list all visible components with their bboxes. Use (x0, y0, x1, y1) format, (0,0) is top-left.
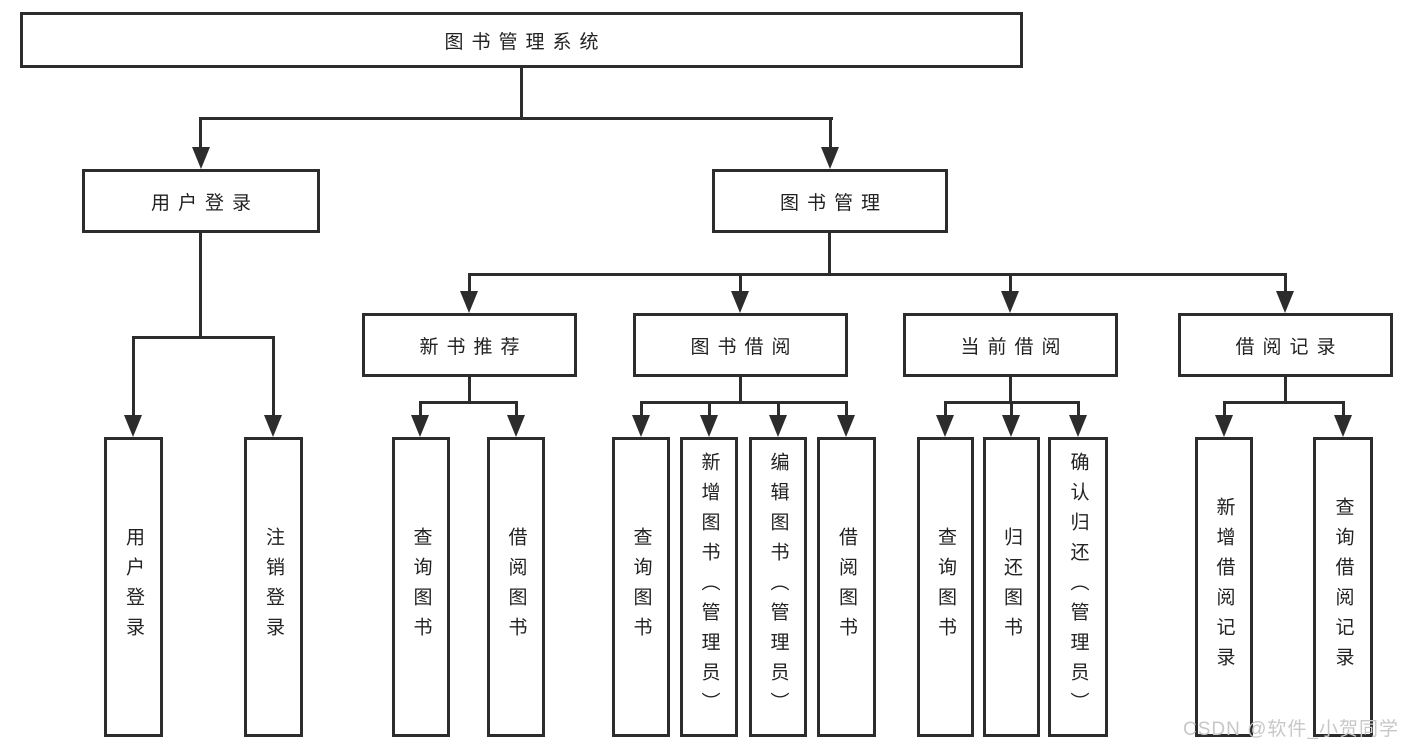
leaf-borrow-books: 借阅图书 (817, 437, 876, 737)
leaf-label: 用户登录 (123, 527, 144, 647)
arrow-down-icon (1276, 291, 1294, 313)
arrow-down-icon (936, 415, 954, 437)
leaf-label: 新增借阅记录 (1213, 497, 1235, 677)
arrow-down-icon (507, 415, 525, 437)
node-label: 借阅记录 (1235, 336, 1344, 358)
leaf-label: 查询图书 (935, 527, 956, 647)
connector-line (640, 401, 643, 417)
connector-line (199, 233, 202, 339)
arrow-down-icon (1069, 415, 1087, 437)
arrow-down-icon (1002, 415, 1020, 437)
connector-line (777, 401, 780, 417)
arrow-down-icon (769, 415, 787, 437)
node-label: 用户登录 (150, 192, 259, 214)
connector-line (739, 377, 742, 403)
node-label: 图书借阅 (690, 336, 799, 358)
connector-line (515, 401, 518, 417)
node-label: 新书推荐 (419, 336, 528, 358)
arrow-down-icon (264, 415, 282, 437)
connector-line (944, 401, 947, 417)
leaf-label: 新增图书（管理员） (698, 452, 720, 722)
connector-line (1284, 377, 1287, 403)
leaf-label: 查询图书 (630, 527, 652, 647)
leaf-query-borrow-record: 查询借阅记录 (1313, 437, 1373, 737)
connector-line (640, 401, 848, 404)
connector-line (708, 401, 711, 417)
leaf-user-login: 用户登录 (104, 437, 163, 737)
connector-line (828, 233, 831, 276)
connector-line (199, 117, 833, 120)
node-book-borrowing: 图书借阅 (633, 313, 848, 377)
node-label: 图书管理 (779, 192, 888, 214)
connector-line (1009, 273, 1012, 293)
connector-line (1342, 401, 1345, 417)
leaf-borrow-books-recommend: 借阅图书 (487, 437, 545, 737)
leaf-label: 借阅图书 (836, 527, 857, 647)
connector-line (468, 273, 471, 293)
connector-line (1223, 401, 1345, 404)
csdn-watermark: CSDN @软件_小贺同学 (1183, 719, 1399, 740)
node-library-management-system: 图书管理系统 (20, 12, 1023, 68)
node-label: 当前借阅 (960, 336, 1069, 358)
arrow-down-icon (124, 415, 142, 437)
connector-line (739, 273, 742, 293)
connector-line (419, 401, 422, 417)
connector-line (419, 401, 518, 404)
connector-line (1284, 273, 1287, 293)
connector-line (132, 336, 135, 417)
arrow-down-icon (821, 147, 839, 169)
connector-line (520, 66, 523, 120)
arrow-down-icon (1215, 415, 1233, 437)
leaf-label: 查询图书 (410, 527, 432, 647)
node-label: 图书管理系统 (444, 31, 607, 53)
leaf-query-books-current: 查询图书 (917, 437, 974, 737)
arrow-down-icon (460, 291, 478, 313)
connector-line (132, 336, 275, 339)
leaf-add-books-admin: 新增图书（管理员） (680, 437, 738, 737)
leaf-confirm-return-admin: 确认归还（管理员） (1048, 437, 1108, 737)
leaf-query-books-recommend: 查询图书 (392, 437, 450, 737)
connector-line (468, 273, 1287, 276)
connector-line (1009, 377, 1012, 403)
leaf-label: 注销登录 (263, 527, 284, 647)
arrow-down-icon (731, 291, 749, 313)
leaf-add-borrow-record: 新增借阅记录 (1195, 437, 1253, 737)
leaf-logout: 注销登录 (244, 437, 303, 737)
connector-line (468, 377, 471, 403)
node-current-borrowing: 当前借阅 (903, 313, 1118, 377)
leaf-label: 确认归还（管理员） (1067, 452, 1089, 722)
leaf-label: 查询借阅记录 (1332, 497, 1354, 677)
connector-line (829, 117, 832, 149)
leaf-label: 借阅图书 (505, 527, 527, 647)
arrow-down-icon (632, 415, 650, 437)
leaf-label: 归还图书 (1001, 527, 1022, 647)
connector-line (845, 401, 848, 417)
leaf-return-books: 归还图书 (983, 437, 1040, 737)
node-new-book-recommendation: 新书推荐 (362, 313, 577, 377)
arrow-down-icon (837, 415, 855, 437)
connector-line (272, 336, 275, 417)
node-user-login: 用户登录 (82, 169, 320, 233)
arrow-down-icon (411, 415, 429, 437)
leaf-label: 编辑图书（管理员） (767, 452, 789, 722)
connector-line (1077, 401, 1080, 417)
node-borrowing-records: 借阅记录 (1178, 313, 1393, 377)
node-book-management: 图书管理 (712, 169, 948, 233)
leaf-edit-books-admin: 编辑图书（管理员） (749, 437, 807, 737)
connector-line (199, 117, 202, 149)
leaf-query-books-borrowing: 查询图书 (612, 437, 670, 737)
arrow-down-icon (192, 147, 210, 169)
connector-line (1010, 401, 1013, 417)
arrow-down-icon (1334, 415, 1352, 437)
arrow-down-icon (1001, 291, 1019, 313)
connector-line (1223, 401, 1226, 417)
arrow-down-icon (700, 415, 718, 437)
